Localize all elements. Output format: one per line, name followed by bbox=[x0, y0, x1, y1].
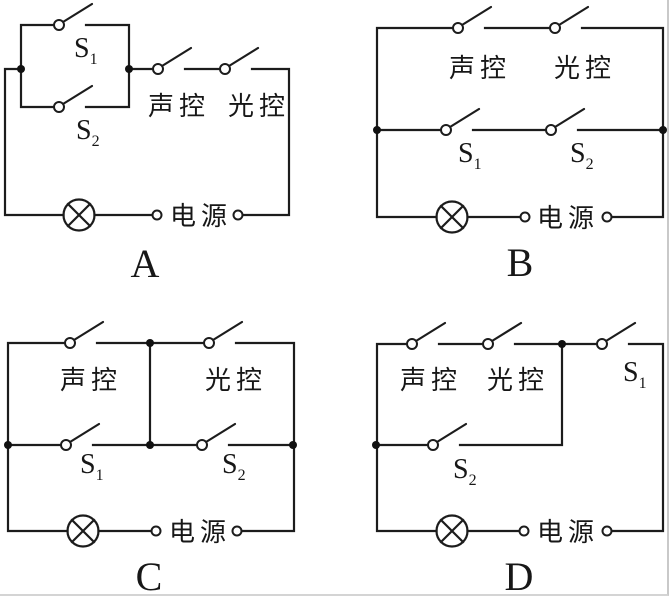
switch-sound bbox=[452, 5, 493, 34]
lamp-icon bbox=[62, 198, 96, 232]
light-label: 光控 bbox=[205, 366, 267, 395]
junction-dot bbox=[289, 441, 297, 449]
power-terminal-right bbox=[601, 525, 613, 537]
junction-dot bbox=[146, 339, 154, 347]
switch-sound bbox=[64, 320, 105, 349]
switch-s1 bbox=[596, 321, 637, 350]
junction-dot bbox=[373, 126, 381, 134]
s2-label: S2 bbox=[76, 115, 100, 150]
sound-label: 声控 bbox=[400, 366, 462, 395]
sound-label: 声控 bbox=[60, 366, 122, 395]
sound-label: 声控 bbox=[449, 54, 511, 83]
lamp-icon bbox=[66, 514, 100, 548]
switch-s2 bbox=[427, 422, 468, 451]
power-label: 电源 bbox=[537, 204, 599, 233]
s1-label: S1 bbox=[623, 357, 647, 392]
s1-label: S1 bbox=[458, 138, 482, 173]
switch-s1 bbox=[60, 422, 101, 451]
power-label: 电源 bbox=[537, 518, 599, 547]
circuit-letter: C bbox=[136, 554, 163, 596]
power-terminal-right bbox=[601, 211, 613, 223]
junction-dot bbox=[372, 441, 380, 449]
s1-label: S1 bbox=[80, 449, 104, 484]
s2-label: S2 bbox=[453, 454, 477, 489]
junction-dot bbox=[659, 126, 667, 134]
circuit-a: S1 S2 声控 光控 电源 A bbox=[3, 2, 291, 286]
power-terminal-right bbox=[231, 525, 243, 537]
power-terminal-left bbox=[150, 525, 162, 537]
junction-dot bbox=[4, 441, 12, 449]
switch-s1 bbox=[53, 2, 94, 31]
junction-dot bbox=[146, 441, 154, 449]
switch-s1 bbox=[440, 107, 481, 136]
s2-label: S2 bbox=[570, 138, 594, 173]
light-label: 光控 bbox=[554, 54, 616, 83]
switch-sound bbox=[152, 46, 193, 75]
power-terminal-left bbox=[151, 209, 163, 221]
switch-s2 bbox=[545, 107, 586, 136]
sound-label: 声控 bbox=[148, 92, 210, 121]
circuit-letter: A bbox=[131, 241, 160, 286]
junction-dot bbox=[125, 65, 133, 73]
light-label: 光控 bbox=[487, 366, 549, 395]
power-label: 电源 bbox=[170, 202, 232, 231]
light-label: 光控 bbox=[228, 92, 290, 121]
s1-label: S1 bbox=[74, 33, 98, 68]
circuit-d: 声控 光控 S1 S2 电源 D bbox=[372, 321, 665, 596]
junction-dot bbox=[558, 340, 566, 348]
circuit-letter: D bbox=[505, 554, 534, 596]
power-terminal-right bbox=[232, 209, 244, 221]
switch-light bbox=[203, 320, 244, 349]
switch-sound bbox=[406, 321, 447, 350]
lamp-icon bbox=[435, 514, 469, 548]
circuit-c: 声控 光控 S1 S2 电源 C bbox=[4, 320, 297, 596]
wires-b bbox=[375, 26, 665, 219]
switch-s2 bbox=[53, 84, 94, 113]
switch-light bbox=[549, 5, 590, 34]
circuit-letter: B bbox=[507, 240, 534, 285]
wires-d bbox=[374, 342, 665, 533]
junction-dot bbox=[17, 65, 25, 73]
power-terminal-left bbox=[519, 211, 531, 223]
circuit-b: 声控 光控 S1 S2 电源 B bbox=[373, 5, 667, 285]
switch-s2 bbox=[196, 422, 237, 451]
power-label: 电源 bbox=[169, 518, 231, 547]
switch-light bbox=[482, 321, 523, 350]
switch-light bbox=[219, 46, 260, 75]
s2-label: S2 bbox=[222, 449, 246, 484]
lamp-icon bbox=[435, 200, 469, 234]
power-terminal-left bbox=[518, 525, 530, 537]
